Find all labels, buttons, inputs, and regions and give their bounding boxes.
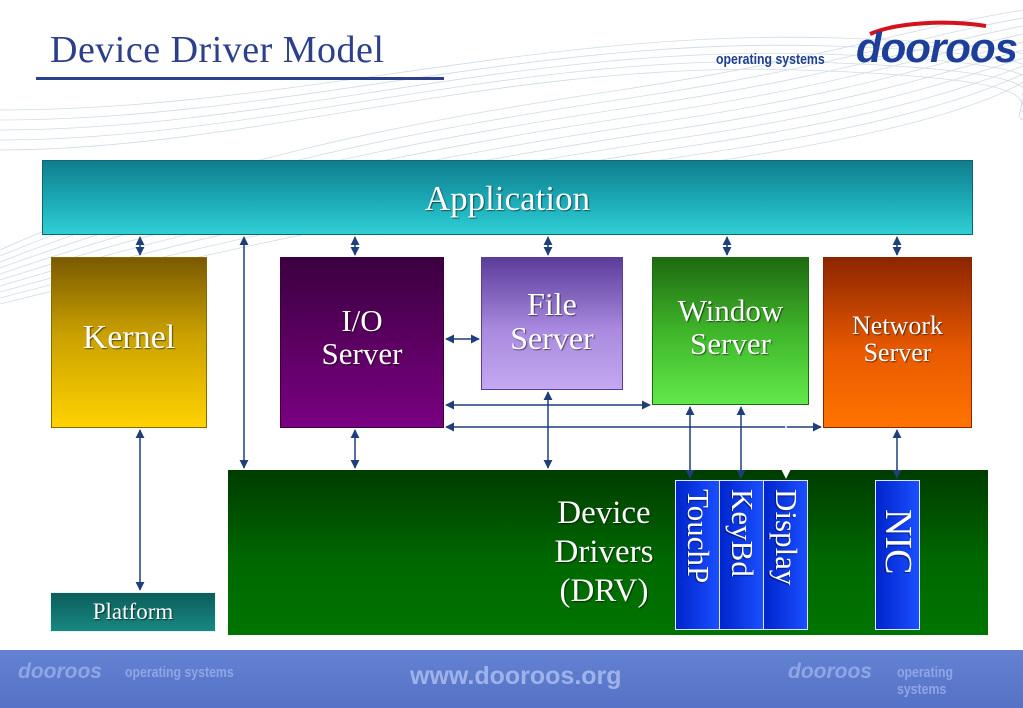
io-server-label-line2: Server <box>321 335 403 371</box>
brand-logo: dooroos <box>856 24 1018 71</box>
window-server-label-line2: Server <box>690 325 771 361</box>
kernel-box: Kernel <box>51 257 207 428</box>
window-server-label-line1: Window <box>677 293 784 328</box>
page-title: Device Driver Model <box>50 29 385 71</box>
window-server-box: Window Server <box>652 257 809 405</box>
footer-bar: dooroos operating systems www.dooroos.or… <box>0 650 1023 708</box>
io-server-box: I/O Server <box>280 257 444 428</box>
touchp-driver-label: TouchP <box>680 489 716 584</box>
file-server-box: File Server <box>481 257 623 390</box>
nic-driver-label: NIC <box>876 509 919 575</box>
application-box: Application <box>42 160 973 235</box>
file-server-label-line2: Server <box>510 319 594 356</box>
keybd-driver-box: KeyBd <box>719 480 764 630</box>
footer-logo-right: dooroos <box>788 660 872 683</box>
footer-tagline-left: operating systems <box>125 664 234 681</box>
application-label: Application <box>424 179 591 218</box>
display-driver-label: Display <box>768 489 804 586</box>
footer-tagline-right: operating systems <box>897 664 954 698</box>
device-drivers-box <box>228 470 988 635</box>
brand-tagline: operating systems <box>716 51 825 68</box>
nic-driver-box: NIC <box>875 480 920 630</box>
title-underline <box>36 77 444 80</box>
device-drivers-label-line2: Drivers <box>554 533 654 570</box>
footer-website-link[interactable]: www.dooroos.org <box>410 662 622 690</box>
platform-box: Platform <box>50 592 216 632</box>
keybd-driver-label: KeyBd <box>724 489 760 577</box>
device-drivers-label: Device Drivers (DRV) <box>518 494 690 611</box>
device-drivers-label-line3: (DRV) <box>559 572 649 609</box>
logo-swoosh-icon <box>869 20 987 36</box>
display-driver-box: Display <box>763 480 808 630</box>
network-server-label-line1: Network <box>852 311 943 340</box>
network-server-label-line2: Server <box>863 338 932 368</box>
network-server-box: Network Server <box>823 257 972 428</box>
platform-label: Platform <box>92 598 174 624</box>
device-drivers-label-line1: Device <box>557 495 651 531</box>
footer-logo-left: dooroos <box>18 660 102 683</box>
file-server-label-line1: File <box>527 286 577 322</box>
io-server-label-line1: I/O <box>341 303 383 338</box>
kernel-label: Kernel <box>82 318 176 356</box>
touchp-driver-box: TouchP <box>675 480 720 630</box>
